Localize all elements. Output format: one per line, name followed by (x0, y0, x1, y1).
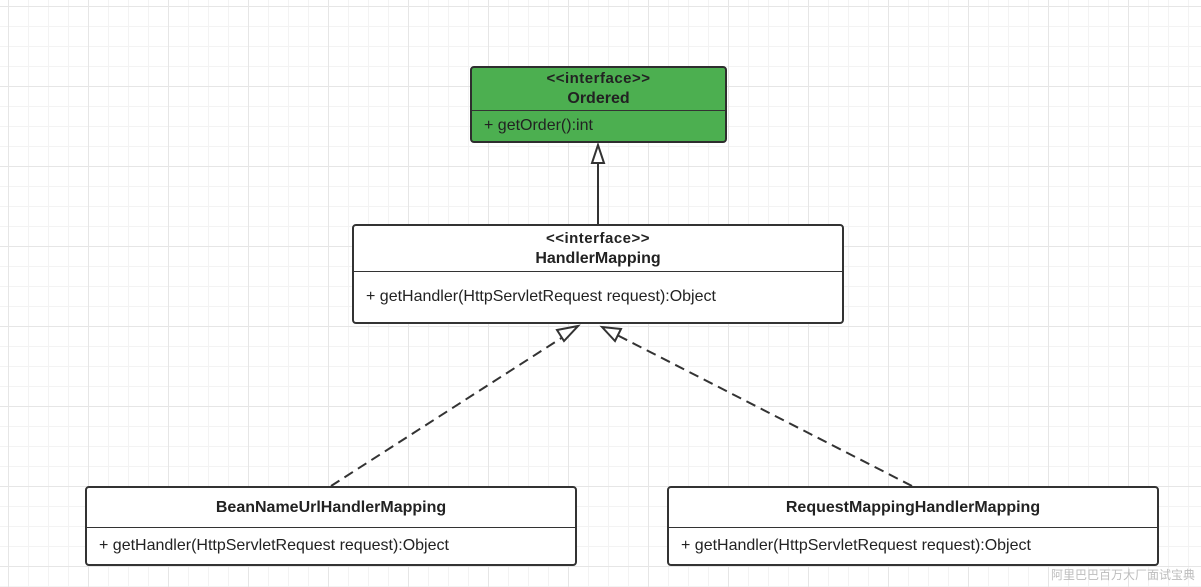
ordered-interface-box[interactable]: <<interface>> Ordered + getOrder():int (470, 66, 727, 143)
request-mapping-method: + getHandler(HttpServletRequest request)… (681, 537, 1031, 554)
handler-mapping-method: + getHandler(HttpServletRequest request)… (366, 288, 716, 305)
handler-mapping-methods: + getHandler(HttpServletRequest request)… (354, 272, 842, 322)
handler-mapping-name: HandlerMapping (535, 249, 661, 267)
ordered-header: <<interface>> Ordered (472, 68, 725, 111)
ordered-name: Ordered (567, 90, 630, 107)
watermark-text: 阿里巴巴百万大厂面试宝典 (1050, 568, 1195, 582)
bean-name-url-method: + getHandler(HttpServletRequest request)… (99, 537, 449, 554)
bean-name-url-class-box[interactable]: BeanNameUrlHandlerMapping + getHandler(H… (85, 486, 577, 566)
ordered-stereotype: <<interface>> (546, 70, 651, 87)
handler-mapping-interface-box[interactable]: <<interface>> HandlerMapping + getHandle… (352, 224, 844, 324)
handler-mapping-header: <<interface>> HandlerMapping (354, 226, 842, 272)
ordered-methods: + getOrder():int (472, 111, 725, 141)
bean-name-url-header: BeanNameUrlHandlerMapping (87, 488, 575, 528)
bean-name-url-methods: + getHandler(HttpServletRequest request)… (87, 528, 575, 564)
relation-handler-mapping-extends-ordered (590, 141, 606, 224)
relation-bean-name-url-implements (330, 324, 581, 487)
relation-request-mapping-implements (599, 325, 913, 487)
request-mapping-methods: + getHandler(HttpServletRequest request)… (669, 528, 1157, 564)
handler-mapping-stereotype: <<interface>> (545, 229, 651, 247)
request-mapping-name: RequestMappingHandlerMapping (785, 498, 1041, 516)
ordered-method: + getOrder():int (484, 117, 593, 134)
request-mapping-header: RequestMappingHandlerMapping (669, 488, 1157, 528)
bean-name-url-name: BeanNameUrlHandlerMapping (215, 498, 447, 516)
request-mapping-class-box[interactable]: RequestMappingHandlerMapping + getHandle… (667, 486, 1159, 566)
